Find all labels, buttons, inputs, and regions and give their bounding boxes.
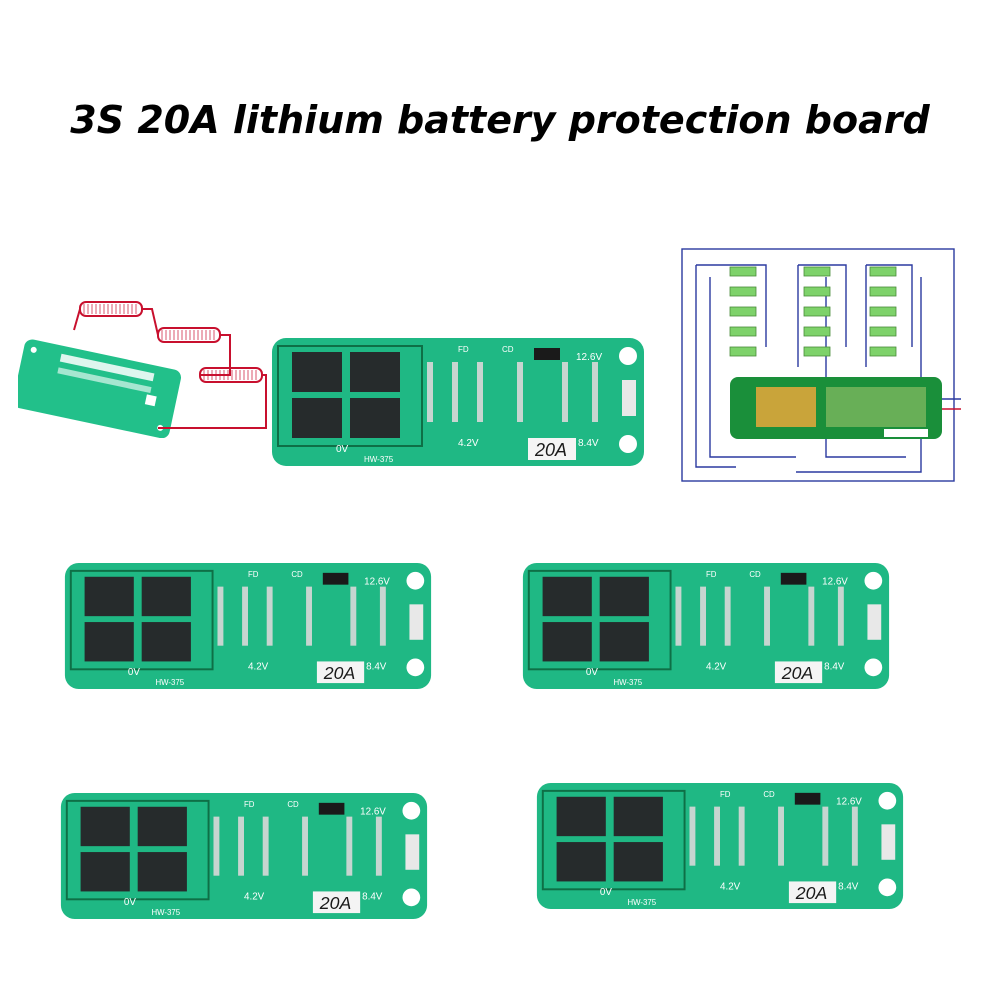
v126-label: 12.6V [822, 577, 848, 588]
v84-label: 8.4V [366, 661, 387, 672]
model-label: HW-375 [151, 908, 180, 917]
model-label: HW-375 [155, 678, 184, 687]
v0-label: 0V [128, 667, 140, 678]
rating-badge: 20A [319, 893, 352, 913]
cd-label: CD [502, 345, 514, 354]
v42-label: 4.2V [720, 881, 741, 892]
v84-label: 8.4V [362, 891, 383, 902]
v84-label: 8.4V [824, 661, 845, 672]
v0-label: 0V [336, 444, 349, 455]
wiring-diagram [676, 247, 961, 484]
cd-label: CD [291, 570, 303, 579]
v0-label: 0V [586, 667, 598, 678]
page-title: 3S 20A lithium battery protection board [70, 98, 930, 142]
v42-label: 4.2V [248, 661, 269, 672]
rating-badge: 20A [781, 663, 814, 683]
model-label: HW-375 [364, 455, 394, 464]
pcb-board: FD CD 12.6V 0V 4.2V 8.4V HW-375 20A [534, 783, 906, 909]
pcb-board: FD CD 12.6V 0V 4.2V 8.4V HW-375 20A [520, 563, 892, 689]
pcb-board: FD CD 12.6V 0V 4.2V 8.4V HW-375 20A [58, 793, 430, 919]
fd-label: FD [706, 570, 717, 579]
fd-label: FD [458, 345, 469, 354]
rating-badge: 20A [534, 440, 567, 460]
v126-label: 12.6V [364, 577, 390, 588]
wiring-photo [12, 298, 276, 439]
v42-label: 4.2V [706, 661, 727, 672]
pcb-board: FD CD 12.6V 0V 4.2V 8.4V HW-375 20A [272, 338, 644, 466]
v42-label: 4.2V [244, 891, 265, 902]
fd-label: FD [720, 790, 731, 799]
cd-label: CD [287, 800, 299, 809]
model-label: HW-375 [613, 678, 642, 687]
v84-label: 8.4V [838, 881, 859, 892]
rating-badge: 20A [323, 663, 356, 683]
v42-label: 4.2V [458, 438, 479, 449]
pcb-board: FD CD 12.6V 0V 4.2V 8.4V HW-375 20A [62, 563, 434, 689]
v126-label: 12.6V [576, 352, 602, 363]
cd-label: CD [763, 790, 775, 799]
fd-label: FD [248, 570, 259, 579]
v0-label: 0V [600, 887, 612, 898]
v84-label: 8.4V [578, 438, 599, 449]
model-label: HW-375 [627, 898, 656, 907]
rating-badge: 20A [795, 883, 828, 903]
v126-label: 12.6V [360, 807, 386, 818]
v0-label: 0V [124, 897, 136, 908]
v126-label: 12.6V [836, 797, 862, 808]
cd-label: CD [749, 570, 761, 579]
fd-label: FD [244, 800, 255, 809]
